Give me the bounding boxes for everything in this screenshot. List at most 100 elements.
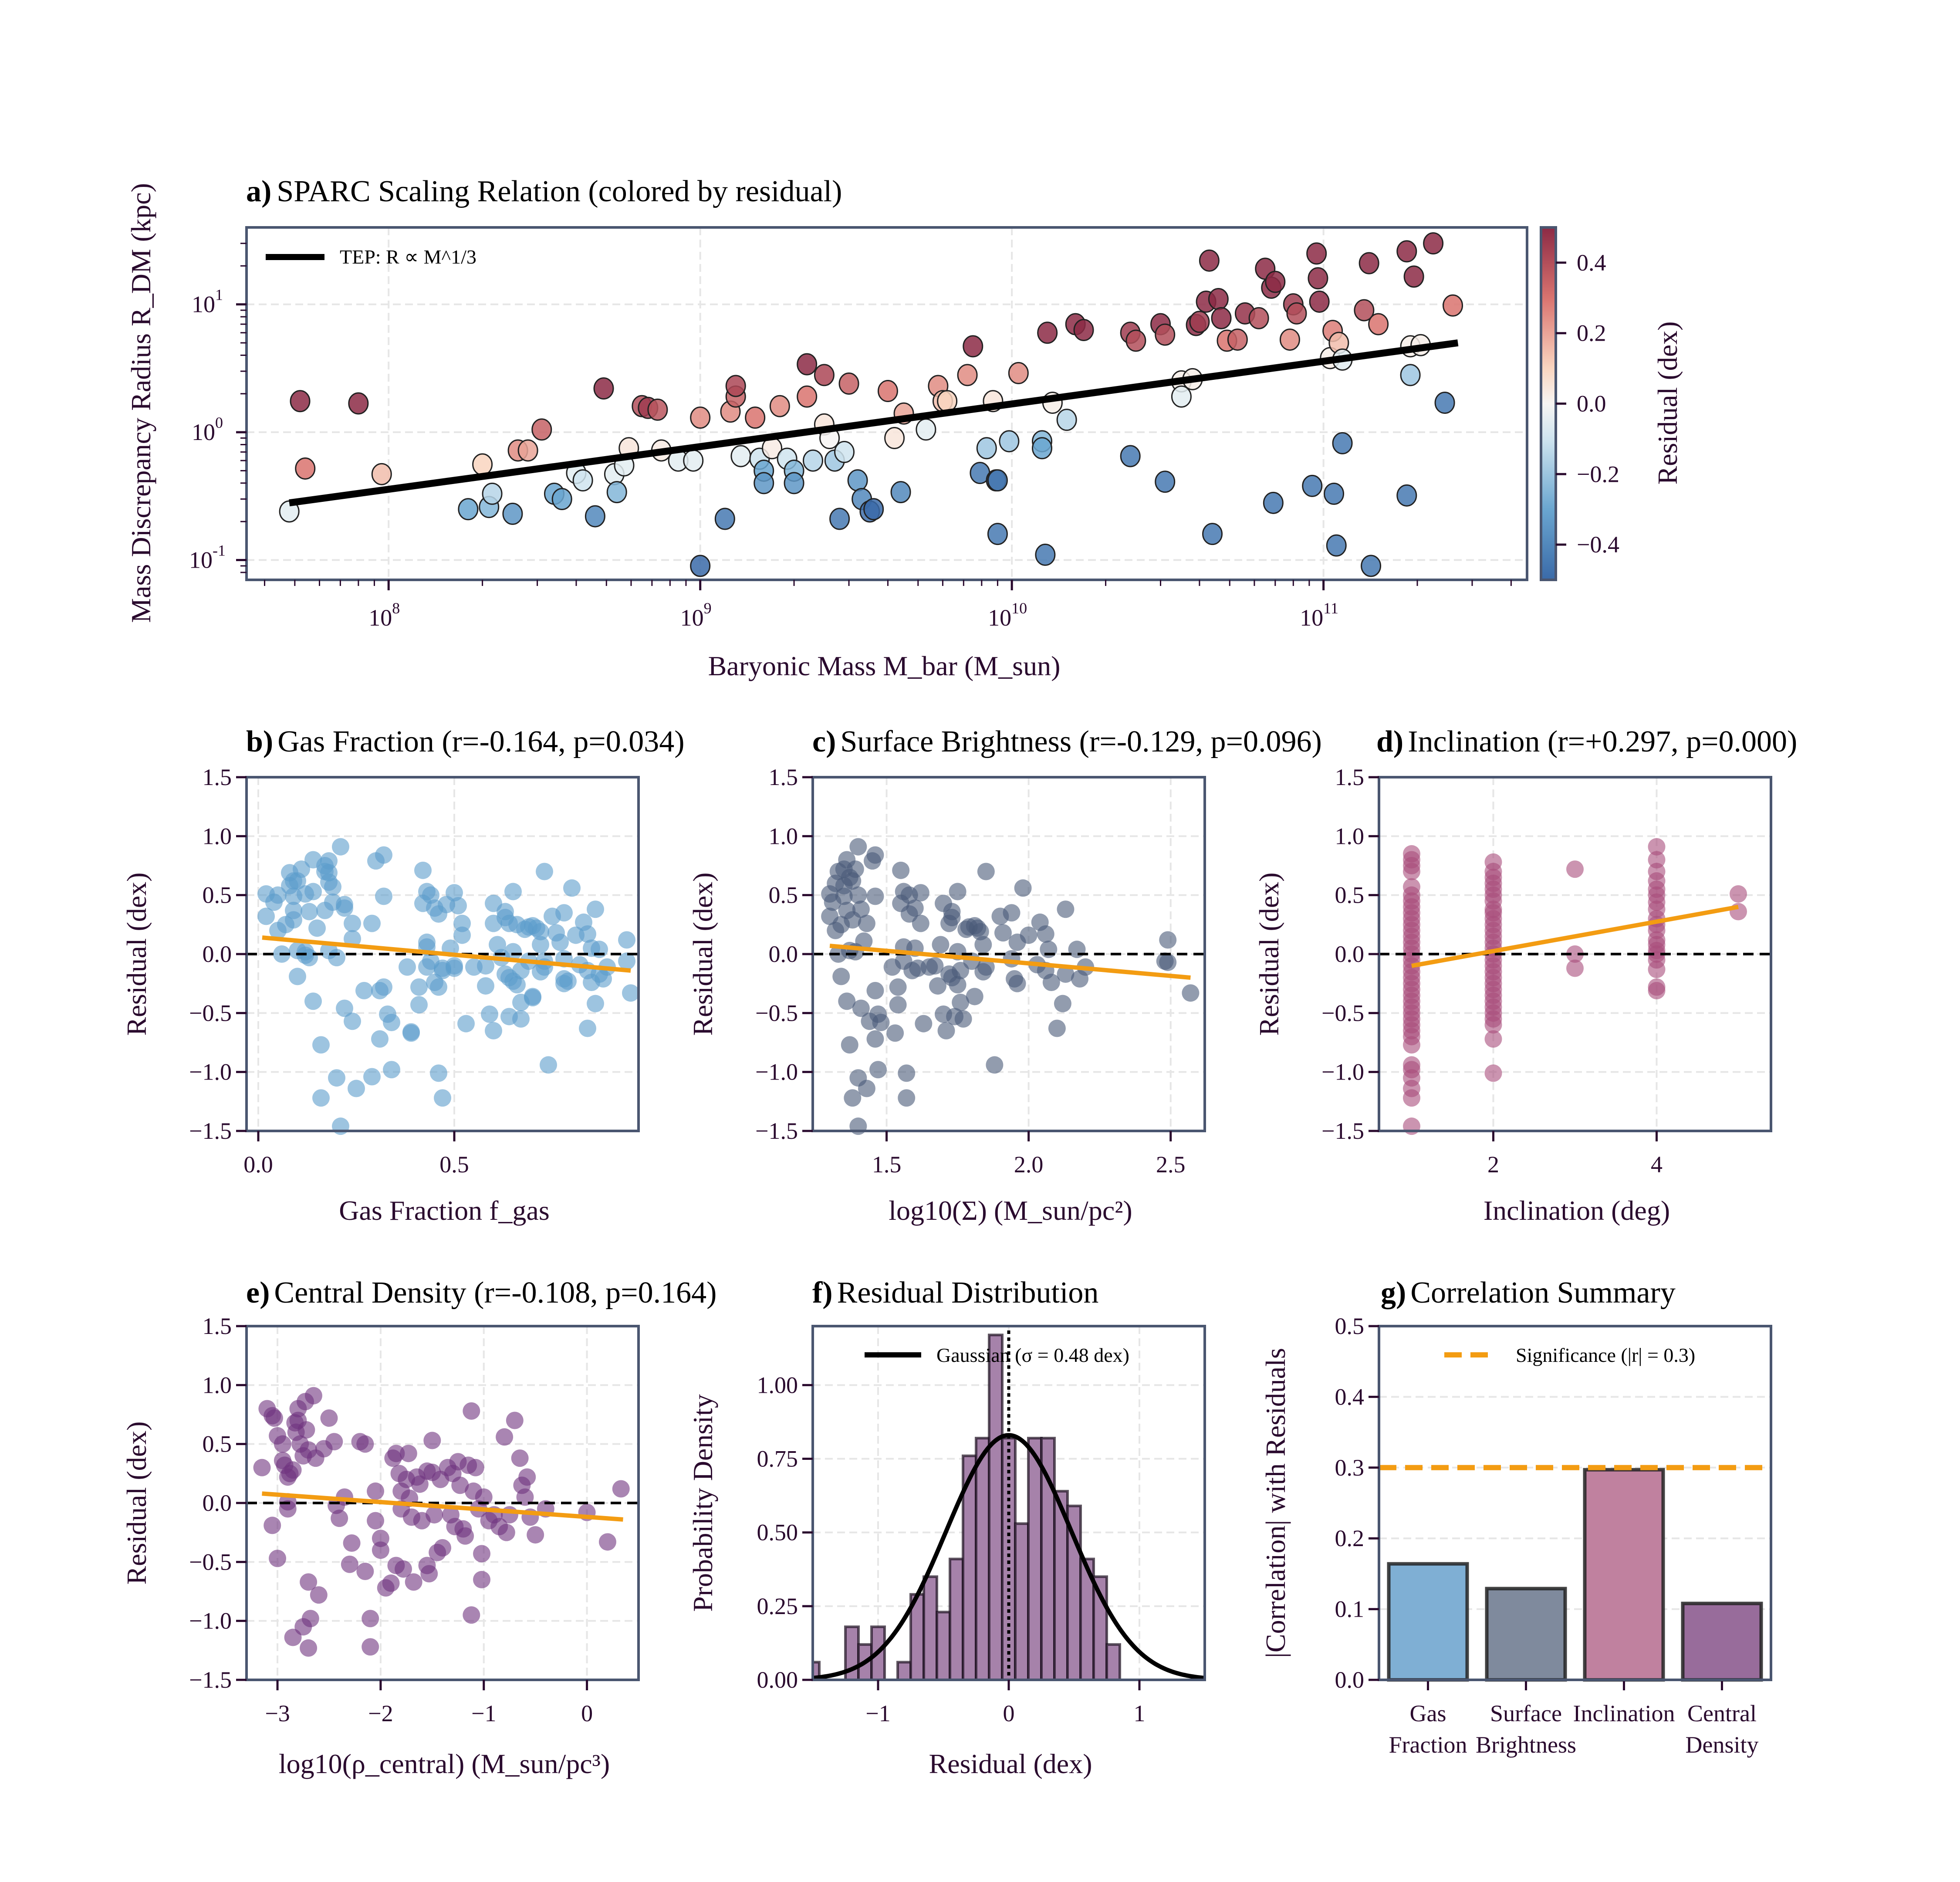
data-point <box>269 886 287 904</box>
data-point <box>579 1019 596 1037</box>
data-point <box>356 1562 374 1580</box>
data-point <box>332 838 349 856</box>
histogram-bar <box>936 1611 951 1682</box>
data-point <box>457 1015 475 1032</box>
y-tick-label: −1.5 <box>189 1118 232 1144</box>
data-point <box>1648 838 1666 856</box>
data-point <box>612 1480 630 1498</box>
data-point <box>1008 975 1026 992</box>
data-point <box>1730 903 1747 921</box>
data-point <box>511 1449 529 1467</box>
data-point <box>466 1459 484 1476</box>
x-tick-label: 0.5 <box>439 1151 469 1178</box>
correlation-bar <box>1583 1468 1665 1682</box>
colorbar-tick-label: −0.2 <box>1577 461 1619 487</box>
data-point <box>949 883 966 900</box>
galaxy-point <box>1332 432 1353 454</box>
y-tick-label: −1.5 <box>189 1667 232 1693</box>
data-point <box>284 1461 302 1479</box>
x-tick-label: 1011 <box>1300 599 1338 631</box>
galaxy-point <box>472 453 493 476</box>
data-point <box>974 936 992 954</box>
x-tick-label: Surface <box>1490 1700 1562 1726</box>
data-point <box>475 1488 493 1506</box>
y-tick-label: 1.5 <box>203 764 232 790</box>
x-tick-label: Inclination <box>1573 1700 1675 1726</box>
data-point <box>310 1586 328 1604</box>
data-point <box>336 999 353 1017</box>
y-tick-label: 1.5 <box>1335 764 1365 790</box>
data-point <box>858 914 875 932</box>
data-point <box>325 1433 343 1451</box>
data-point <box>532 923 549 941</box>
tep-line <box>289 339 1459 507</box>
galaxy-point <box>976 437 997 460</box>
y-tick-label: −1.5 <box>755 1118 798 1144</box>
galaxy-point <box>784 472 804 494</box>
y-tick-label: 10-1 <box>189 542 226 573</box>
galaxy-point <box>1037 322 1058 344</box>
galaxy-point <box>987 523 1008 545</box>
data-point <box>532 936 549 954</box>
legend-label: TEP: R ∝ M^1/3 <box>340 246 476 268</box>
data-point <box>1054 995 1071 1012</box>
data-point <box>434 1539 451 1557</box>
galaxy-point <box>482 482 503 505</box>
data-point <box>1042 973 1060 991</box>
galaxy-point <box>1309 290 1330 313</box>
panel-f-ylabel: Probability Density <box>687 1394 718 1612</box>
galaxy-point <box>1227 328 1248 351</box>
panel-d-title: d)Inclination (r=+0.297, p=0.000) <box>1376 725 1797 758</box>
x-tick-label: Fraction <box>1389 1732 1467 1758</box>
colorbar-label: Residual (dex) <box>1652 322 1683 485</box>
galaxy-point <box>1248 307 1269 329</box>
x-tick-label: 1.5 <box>872 1151 902 1178</box>
data-point <box>872 1013 890 1031</box>
galaxy-point <box>1326 534 1347 557</box>
panel-d-ylabel: Residual (dex) <box>1254 873 1284 1036</box>
galaxy-point <box>1035 543 1056 566</box>
y-tick-label: 0.4 <box>1335 1384 1365 1410</box>
panel-c-title: c)Surface Brightness (r=-0.129, p=0.096) <box>812 725 1322 758</box>
panel-a-legend: TEP: R ∝ M^1/3 <box>266 246 476 268</box>
y-tick-label: 0.0 <box>203 1490 232 1516</box>
galaxy-point <box>1358 252 1379 274</box>
y-tick-label: 0.0 <box>769 941 798 967</box>
data-point <box>915 1015 933 1032</box>
data-point <box>516 1488 534 1506</box>
data-point <box>587 995 604 1012</box>
data-point <box>367 1482 385 1500</box>
data-point <box>866 846 884 864</box>
data-point <box>869 1061 887 1079</box>
data-point <box>477 977 494 995</box>
galaxy-point <box>802 449 823 472</box>
data-point <box>485 1022 502 1039</box>
data-point <box>341 1555 358 1573</box>
data-point <box>559 972 577 990</box>
y-tick-label: 0.3 <box>1335 1455 1365 1481</box>
data-point <box>618 931 635 949</box>
data-point <box>264 1516 281 1534</box>
data-point <box>1403 1036 1420 1054</box>
galaxy-point <box>834 441 855 464</box>
data-point <box>949 976 966 994</box>
galaxy-point <box>963 335 983 358</box>
correlation-bar <box>1485 1587 1567 1682</box>
panel-c-ylabel: Residual (dex) <box>687 873 718 1036</box>
data-point <box>866 982 884 999</box>
data-point <box>336 899 353 917</box>
data-point <box>866 1030 884 1048</box>
data-point <box>504 883 522 900</box>
histogram-bar <box>896 1661 912 1681</box>
data-point <box>451 1476 469 1494</box>
galaxy-point <box>1211 307 1232 329</box>
data-point <box>312 1089 330 1107</box>
galaxy-point <box>1125 329 1146 352</box>
data-point <box>1003 950 1021 968</box>
data-point <box>846 860 864 878</box>
data-point <box>289 968 306 985</box>
data-point <box>1403 1089 1420 1107</box>
